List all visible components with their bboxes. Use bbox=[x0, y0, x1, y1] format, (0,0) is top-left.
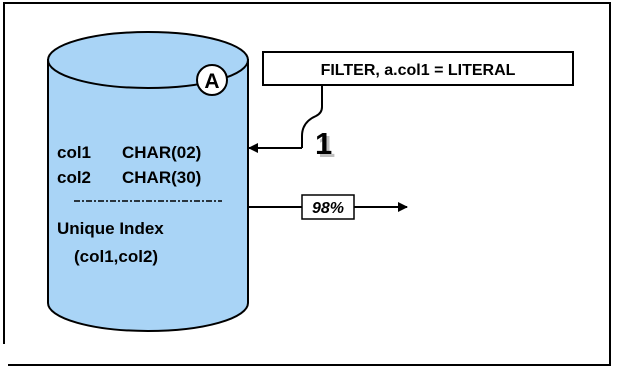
table-label-badge: A bbox=[196, 64, 228, 96]
column-1-name: col1 bbox=[57, 143, 91, 162]
filter-box: FILTER, a.col1 = LITERAL bbox=[262, 51, 574, 86]
index-label: Unique Index bbox=[57, 219, 164, 238]
output-percent-box: 98% bbox=[301, 194, 355, 220]
column-1-type: CHAR(02) bbox=[122, 143, 201, 162]
filter-text: FILTER, a.col1 = LITERAL bbox=[321, 62, 516, 79]
filter-connector bbox=[301, 86, 323, 148]
step-number-shadow: 1 bbox=[318, 129, 335, 164]
column-2-type: CHAR(30) bbox=[122, 168, 201, 187]
table-label: A bbox=[204, 70, 219, 93]
step-number: 1 bbox=[315, 126, 332, 161]
index-columns: (col1,col2) bbox=[74, 247, 158, 266]
column-2-name: col2 bbox=[57, 168, 91, 187]
output-percent: 98% bbox=[312, 200, 344, 217]
